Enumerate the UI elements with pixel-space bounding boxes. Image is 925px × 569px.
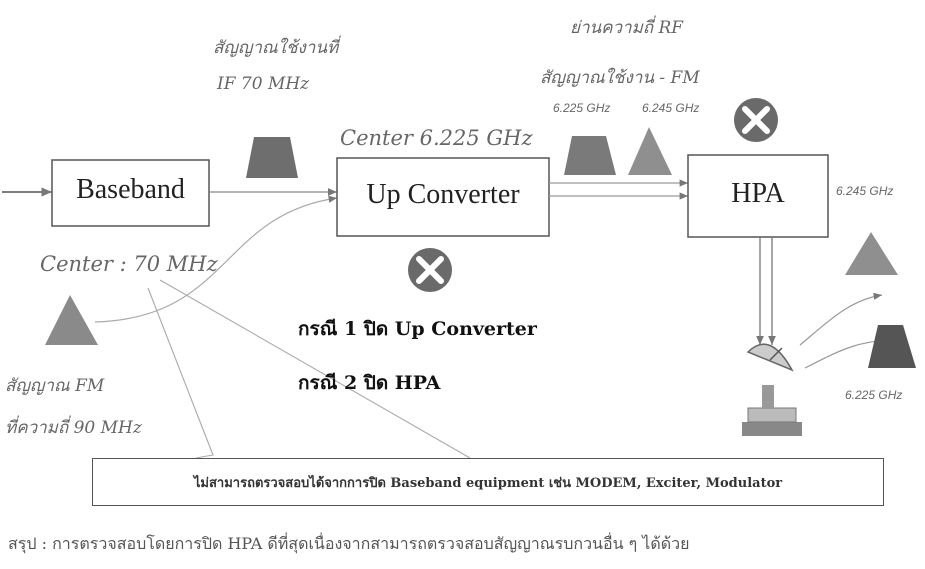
fm-triangle-signal bbox=[45, 295, 98, 345]
if-signal-label-line1: สัญญาณใช้งานที่ bbox=[213, 34, 338, 61]
rf-trapezoid-signal bbox=[564, 136, 616, 175]
off-x-icon bbox=[734, 98, 778, 142]
hpa-output-freq-label: 6.245 GHz bbox=[836, 184, 893, 198]
rf-freq-left-label: 6.225 GHz bbox=[553, 101, 610, 115]
rf-signal-fm-label: สัญญาณใช้งาน - FM bbox=[540, 64, 700, 91]
if-trapezoid-signal bbox=[246, 137, 298, 178]
note-leader-line-1 bbox=[148, 288, 213, 458]
upconverter-label: Up Converter bbox=[337, 179, 549, 211]
center-baseband-label: Center : 70 MHz bbox=[40, 252, 218, 276]
conclusion-text: สรุป : การตรวจสอบโดยการปิด HPA ดีที่สุดเ… bbox=[8, 532, 918, 557]
if-signal-label-line2: IF 70 MHz bbox=[217, 74, 309, 94]
fm-signal-label-line2: ที่ความถี่ 90 MHz bbox=[5, 414, 142, 441]
off-x-icon bbox=[408, 248, 452, 292]
rf-freq-right-label: 6.245 GHz bbox=[642, 101, 699, 115]
hpa-label: HPA bbox=[688, 178, 828, 210]
antenna-output-trapezoid bbox=[868, 325, 916, 368]
satellite-dish-icon bbox=[742, 344, 802, 436]
radiated-signal-curve-1 bbox=[800, 295, 882, 345]
rf-band-label: ย่านความถี่ RF bbox=[570, 14, 683, 41]
case2-label: กรณี 2 ปิด HPA bbox=[298, 368, 440, 398]
case1-label: กรณี 1 ปิด Up Converter bbox=[298, 314, 537, 344]
note-box: ไม่สามารถตรวจสอบได้จากการปิด Baseband eq… bbox=[92, 458, 884, 506]
rf-triangle-signal bbox=[628, 127, 672, 175]
baseband-label: Baseband bbox=[52, 174, 209, 206]
hpa-output-triangle bbox=[845, 232, 898, 275]
center-upconverter-label: Center 6.225 GHz bbox=[340, 126, 533, 150]
note-text: ไม่สามารถตรวจสอบได้จากการปิด Baseband eq… bbox=[93, 472, 883, 493]
fm-signal-label-line1: สัญญาณ FM bbox=[5, 372, 104, 399]
antenna-output-freq-label: 6.225 GHz bbox=[845, 388, 902, 402]
